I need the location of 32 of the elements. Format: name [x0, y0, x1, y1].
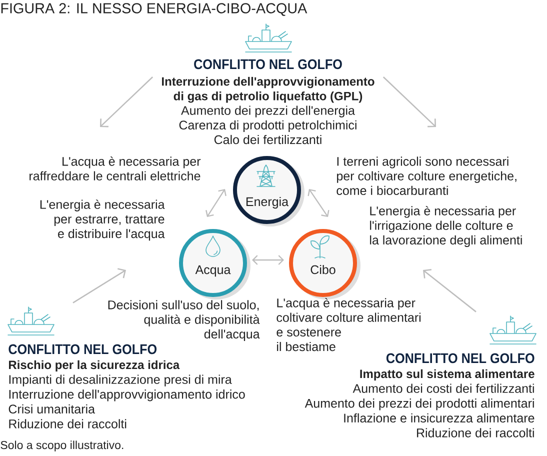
list-item: Inflazione e insicurezza alimentare	[344, 413, 534, 423]
description-text: I terreni agricoli sono necessari per coltivare colture energetiche, come i biocarburanti	[336, 156, 516, 196]
description-text: L'acqua è necessaria per coltivare colture alimentari e sostenere il bestiame	[276, 298, 421, 352]
list-item: Aumento dei prezzi dei prodotti alimentari	[304, 398, 534, 410]
arrow	[72, 268, 126, 304]
list-item: Calo dei fertilizzanti	[214, 134, 322, 144]
arrow	[423, 269, 476, 312]
list-item: Impianti di desalinizzazione presi di mira	[9, 374, 232, 386]
list-item: Riduzione dei raccolti	[417, 428, 534, 438]
description-text: L'energia è necessaria per l'irrigazione delle colture e la lavorazione degli alimenti	[370, 206, 522, 247]
subheading: Interruzione dell'approvvigionamento di gas di petrolio liquefatto (GPL)	[162, 76, 374, 103]
heading: CONFLITTO NEL GOLFO	[386, 353, 534, 364]
double-arrow	[206, 189, 226, 217]
subheading: Rischio per la sicurezza idrica	[9, 360, 180, 372]
heading: CONFLITTO NEL GOLFO	[8, 344, 157, 354]
list-item: Aumento dei prezzi dell'energia	[181, 106, 355, 118]
arrow	[382, 76, 436, 128]
subheading: Impatto sul sistema alimentare	[360, 369, 534, 380]
arrow	[100, 76, 154, 128]
list-item: Aumento dei costi dei fertilizzanti	[352, 384, 534, 393]
note: Solo a scopo illustrativo.	[0, 440, 124, 452]
description-text: L'acqua è necessaria per raffreddare le centrali elettriche	[30, 156, 201, 180]
double-arrow	[308, 189, 330, 217]
list-item: Crisi umanitaria	[8, 404, 95, 414]
list-item: Interruzione dell'approvvigionamento idrico	[9, 390, 245, 402]
list-item: Carenza di prodotti petrolchimici	[179, 120, 356, 132]
description-text: Decisioni sull'uso del suolo, qualità e disponibilità dell'acqua	[108, 300, 260, 341]
title: FIGURA 2: IL NESSO ENERGIA-CIBO-ACQUA	[1, 3, 308, 16]
double-arrow	[252, 255, 284, 265]
list-item: Riduzione dei raccolti	[9, 419, 126, 428]
heading: CONFLITTO NEL GOLFO	[194, 59, 342, 70]
description-text: L'energia è necessaria per estrarre, trattare e distribuire l'acqua	[40, 200, 165, 241]
